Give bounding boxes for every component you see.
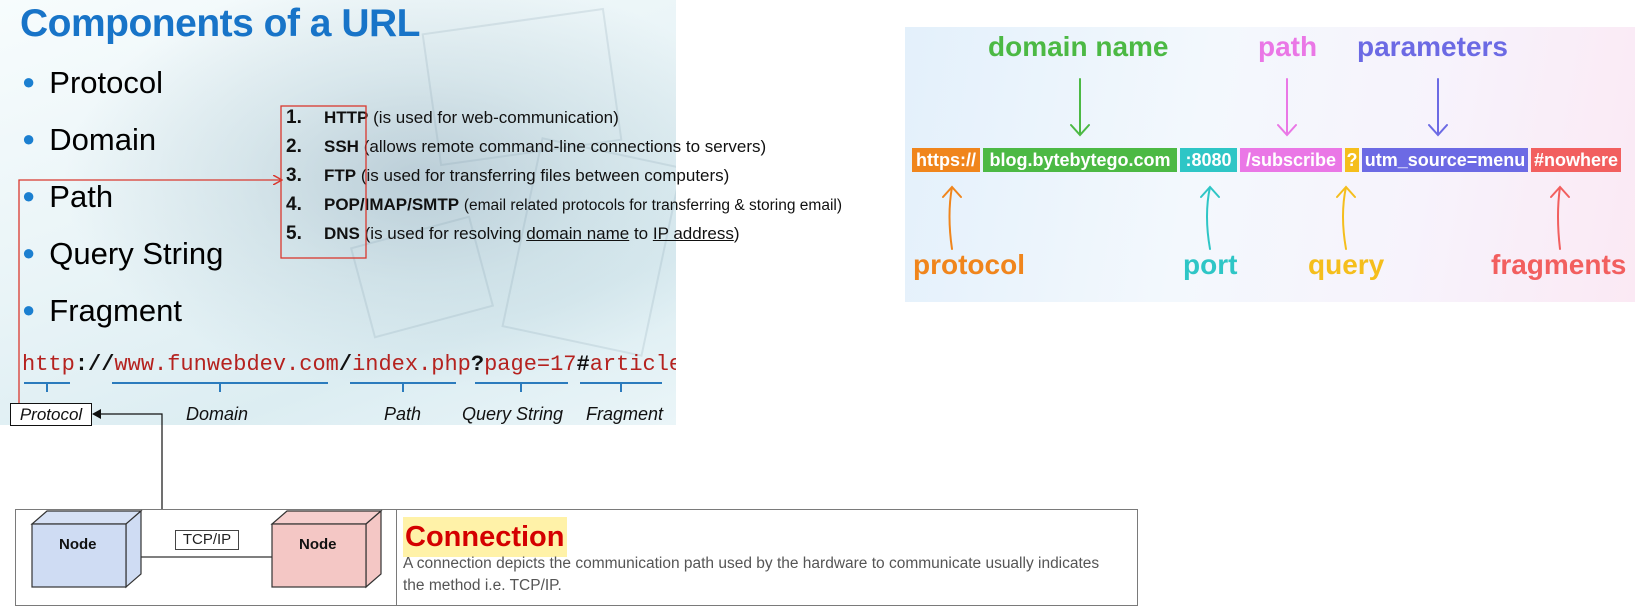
list-number: 3. xyxy=(286,165,302,186)
slide-title: Components of a URL xyxy=(20,2,420,45)
protocol-description: to xyxy=(629,224,653,243)
protocol-name: DNS xyxy=(324,224,360,243)
url-components-slide: Components of a URL ● Protocol ● Domain ● P… xyxy=(0,0,676,425)
protocol-description: (is used for resolving xyxy=(364,224,527,243)
bullet-dot-icon: ● xyxy=(22,125,36,151)
url-separator: :// xyxy=(74,352,115,377)
connection-title: Connection xyxy=(403,517,567,557)
bullet-fragment: ● Fragment xyxy=(22,293,182,329)
protocol-name: FTP xyxy=(324,166,357,185)
url-separator: / xyxy=(338,352,353,377)
bullet-dot-icon: ● xyxy=(22,296,36,322)
protocol-name: HTTP xyxy=(324,108,369,127)
protocol-description: (is used for web-communication) xyxy=(373,108,619,127)
label-fragments: fragments xyxy=(1491,249,1627,280)
url-fragment: article xyxy=(589,352,676,377)
query-string-label: Query String xyxy=(462,404,564,424)
list-item: 1. HTTP (is used for web-communication) xyxy=(286,107,619,129)
path-label: Path xyxy=(384,404,422,424)
bullet-path: ● Path xyxy=(22,179,113,215)
label-port: port xyxy=(1183,249,1238,280)
url-domain: www.funwebdev.com xyxy=(114,352,339,377)
bullet-query-string: ● Query String xyxy=(22,236,223,272)
protocol-description: (allows remote command-line connections … xyxy=(363,137,767,156)
url-query: page=17 xyxy=(484,352,577,377)
domain-name-term: domain name xyxy=(526,224,630,243)
protocol-name: POP/IMAP/SMTP xyxy=(324,195,460,214)
url-brackets xyxy=(24,382,662,392)
node-2-box xyxy=(270,509,383,589)
segment-protocol: https:// xyxy=(912,148,980,172)
domain-label: Domain xyxy=(186,404,249,424)
segment-domain: blog.bytebytego.com xyxy=(983,148,1177,172)
list-number: 2. xyxy=(286,136,302,157)
protocol-label-box: Protocol xyxy=(10,403,92,426)
protocol-arrow xyxy=(18,180,281,403)
tcpip-label: TCP/IP xyxy=(175,530,239,550)
bullet-text: Domain xyxy=(49,122,157,157)
protocol-description: ) xyxy=(733,224,740,243)
label-path: path xyxy=(1258,31,1318,62)
bullet-dot-icon: ● xyxy=(22,239,36,265)
panel-divider xyxy=(396,510,397,605)
list-item: 3. FTP (is used for transferring files be… xyxy=(286,165,729,187)
segment-fragment: #nowhere xyxy=(1531,148,1621,172)
segment-port: :8080 xyxy=(1180,148,1237,172)
bullet-protocol: ● Protocol xyxy=(22,65,163,101)
bullet-dot-icon: ● xyxy=(22,68,36,94)
url-path: index.php xyxy=(352,352,471,377)
list-item: 5. DNS (is used for resolving domain name… xyxy=(286,223,740,245)
bullet-domain: ● Domain xyxy=(22,122,156,158)
bullet-text: Fragment xyxy=(49,293,182,328)
label-domain-name: domain name xyxy=(988,31,1169,62)
connection-description: A connection depicts the communication p… xyxy=(403,555,1100,594)
url-anatomy-diagram: https:// blog.bytebytego.com :8080 /subs… xyxy=(905,27,1635,302)
bullet-text: Query String xyxy=(49,236,224,271)
bullet-text: Path xyxy=(49,179,114,214)
list-number: 4. xyxy=(286,194,302,215)
bullet-text: Protocol xyxy=(49,65,164,100)
label-protocol: protocol xyxy=(913,249,1025,280)
label-query: query xyxy=(1308,249,1385,280)
segment-path: /subscribe xyxy=(1240,148,1342,172)
url-hash: # xyxy=(576,352,590,377)
segment-parameters: utm_source=menu xyxy=(1362,148,1528,172)
list-item: 4. POP/IMAP/SMTP (email related protocols… xyxy=(286,194,842,216)
ip-address-term: IP address xyxy=(652,224,734,243)
protocol-description: (email related protocols for transferrin… xyxy=(463,197,842,214)
highlight-box xyxy=(280,105,367,259)
list-number: 5. xyxy=(286,223,302,244)
node-2-label: Node xyxy=(299,536,337,553)
fragment-label: Fragment xyxy=(586,404,664,424)
bullet-dot-icon: ● xyxy=(22,182,36,208)
label-parameters: parameters xyxy=(1357,31,1508,62)
example-url: http://www.funwebdev.com/index.php?page=… xyxy=(22,352,676,377)
list-number: 1. xyxy=(286,107,302,128)
anatomy-arrows xyxy=(942,78,1570,250)
list-item: 2. SSH (allows remote command-line connec… xyxy=(286,136,766,158)
protocol-name: SSH xyxy=(324,137,359,156)
protocol-description: (is used for transferring files between … xyxy=(360,166,730,185)
node-1-label: Node xyxy=(59,536,97,553)
url-query-mark: ? xyxy=(470,352,485,377)
segment-query: ? xyxy=(1345,148,1359,172)
url-protocol: http xyxy=(22,352,75,377)
node-1-box xyxy=(30,509,143,589)
node-diagram xyxy=(30,509,383,589)
